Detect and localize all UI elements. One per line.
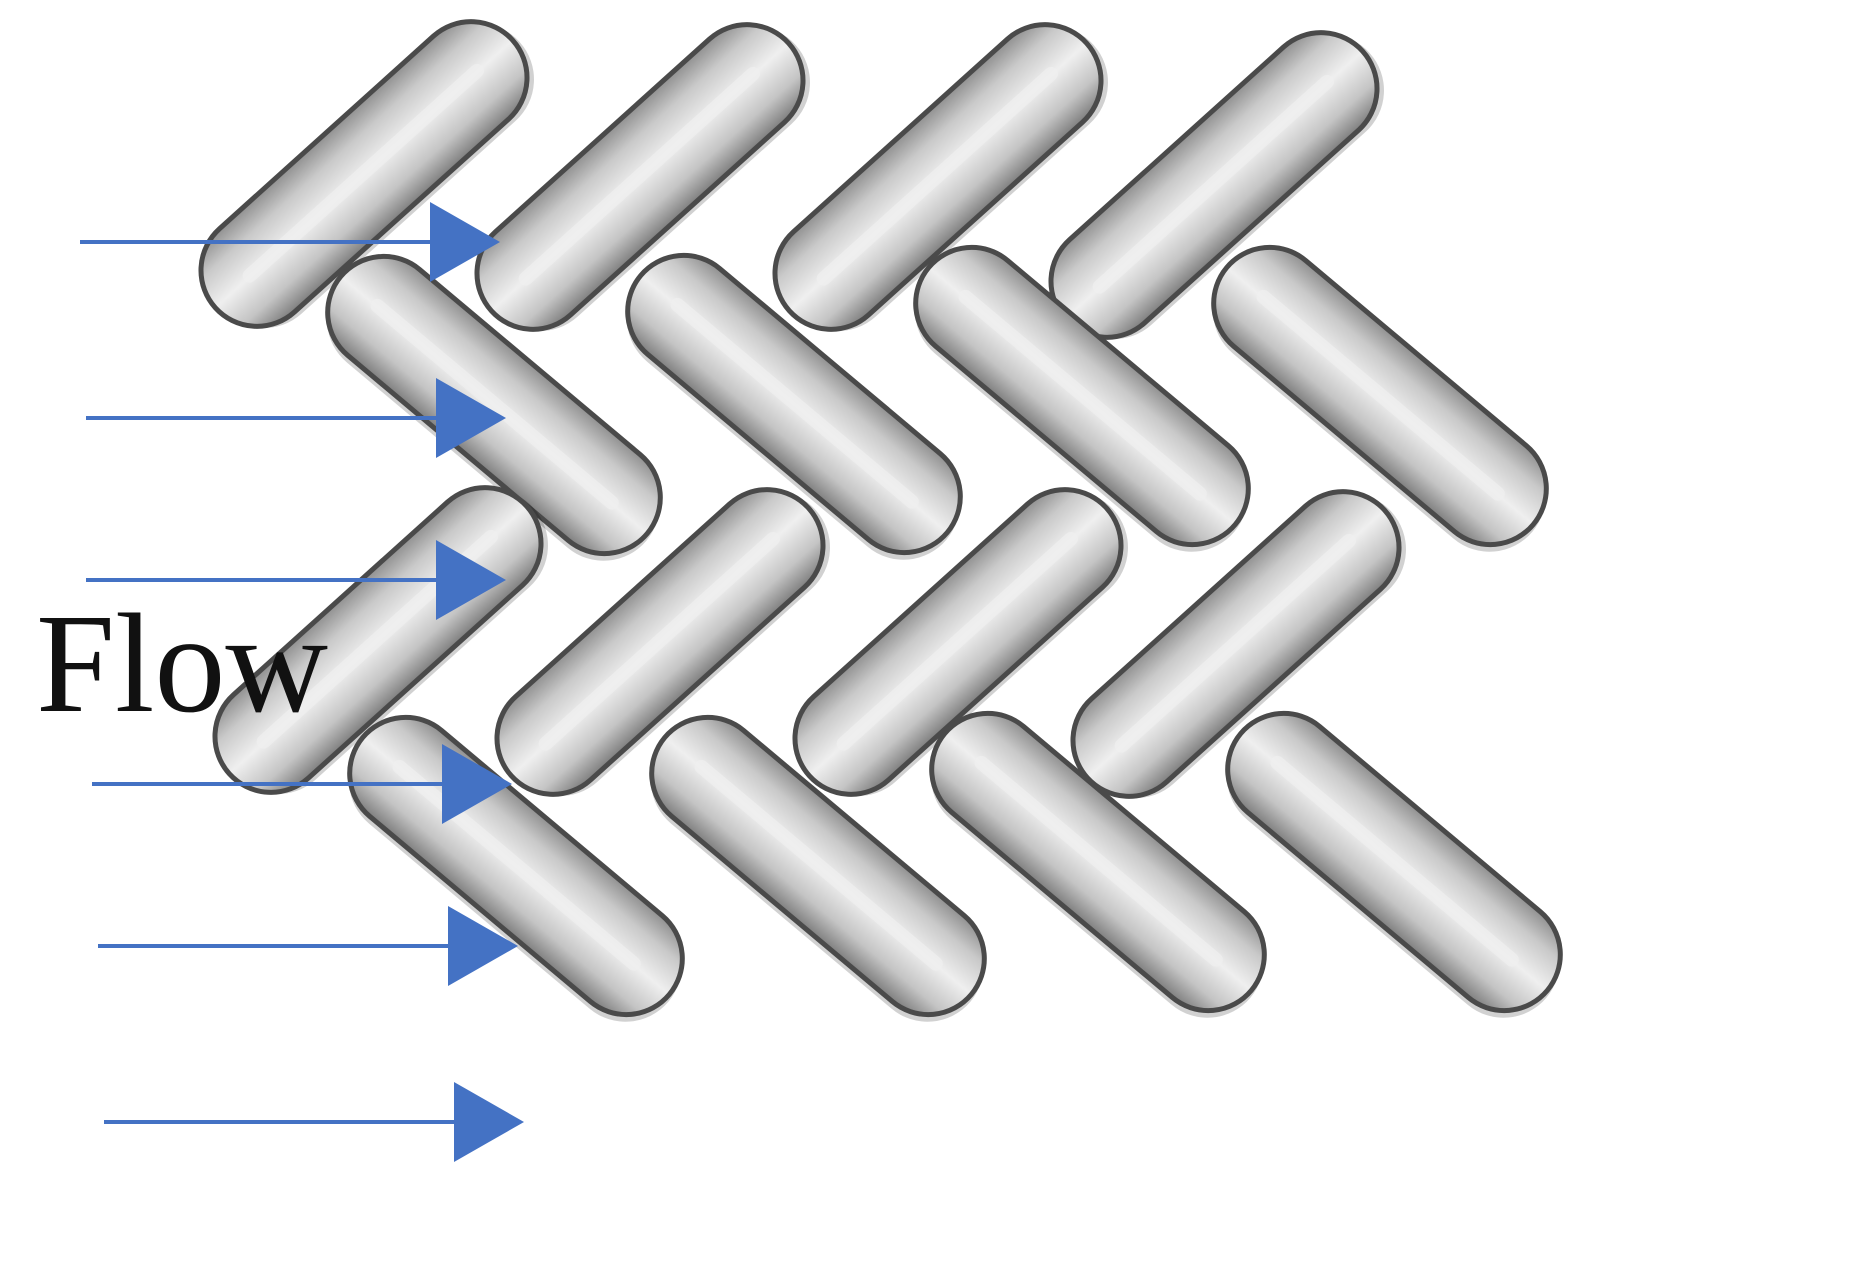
rod	[913, 244, 1251, 552]
flow-arrow	[80, 202, 500, 282]
flow-arrow-head	[436, 378, 506, 458]
flow-arrow-head	[436, 540, 506, 620]
rod-array	[198, 19, 1563, 1022]
rod	[772, 22, 1109, 332]
rod	[1048, 30, 1385, 340]
rod	[1211, 244, 1549, 552]
flow-arrow-head	[454, 1082, 524, 1162]
flow-arrows	[80, 202, 524, 1162]
flow-arrow-head	[442, 744, 512, 824]
rod	[1225, 710, 1563, 1018]
rod	[625, 252, 963, 560]
flow-arrow	[104, 1082, 524, 1162]
flow-label: Flow	[36, 584, 328, 742]
flow-arrow-head	[430, 202, 500, 282]
flow-arrow	[86, 540, 506, 620]
flow-arrow-head	[448, 906, 518, 986]
flow-arrow	[86, 378, 506, 458]
rod	[792, 487, 1129, 797]
rod	[929, 710, 1267, 1018]
rod	[649, 714, 987, 1022]
flow-arrow	[92, 744, 512, 824]
rod	[474, 22, 811, 332]
rod	[1070, 489, 1407, 799]
flow-arrow	[98, 906, 518, 986]
rod	[198, 19, 535, 329]
rod	[494, 487, 831, 797]
